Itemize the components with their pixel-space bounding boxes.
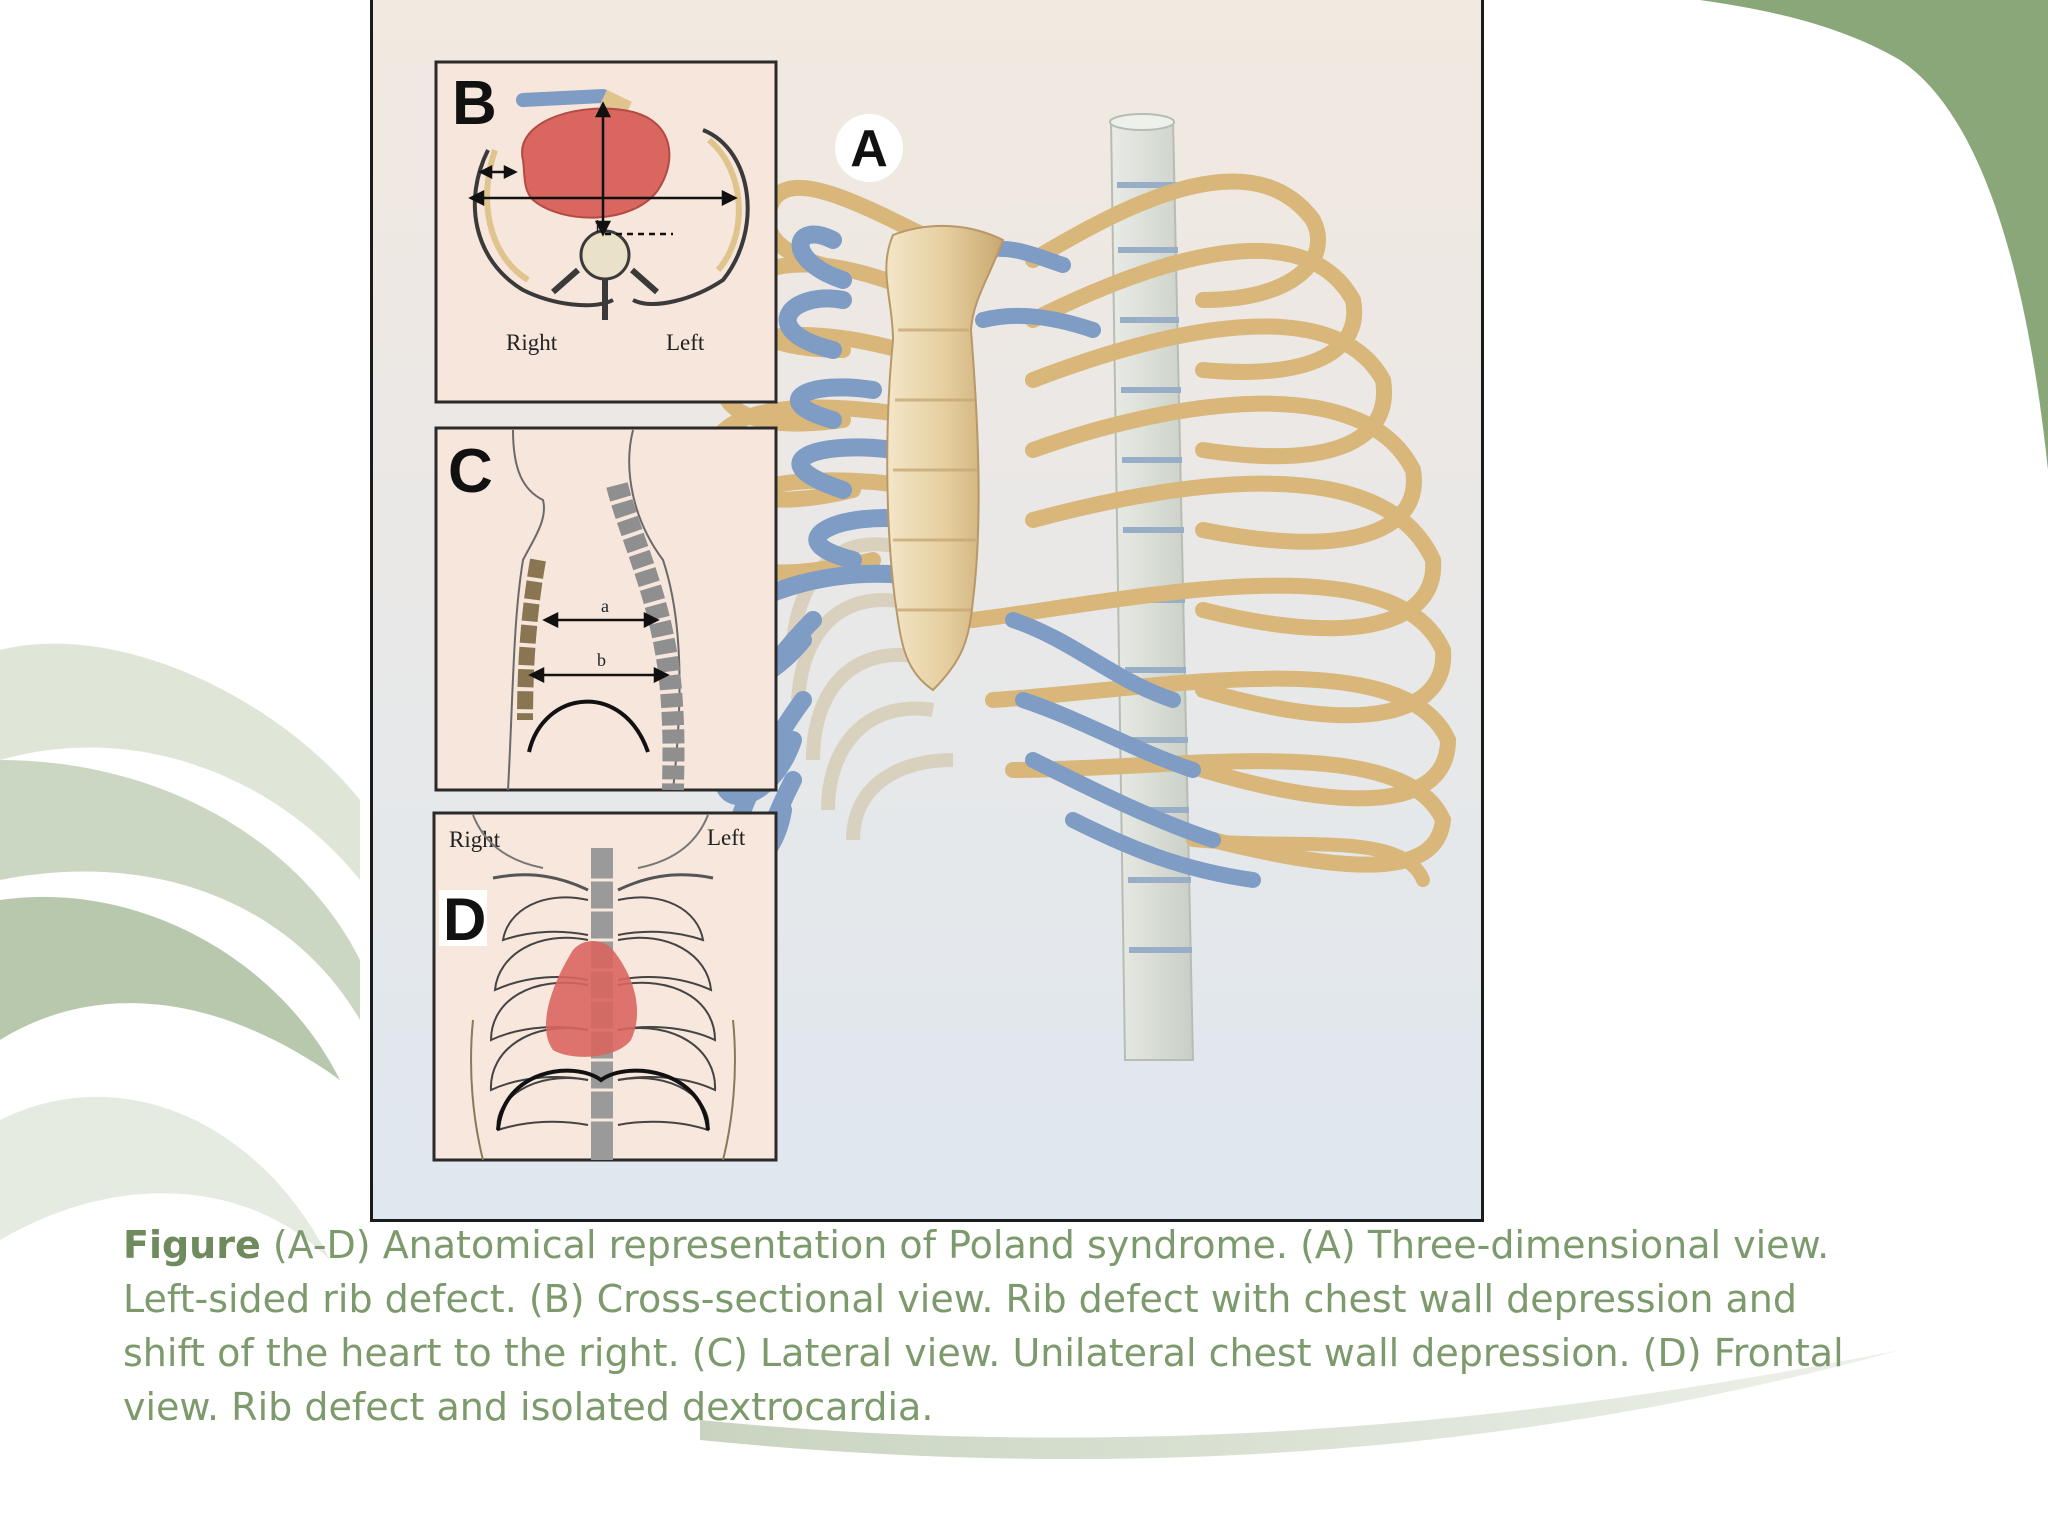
left-swoosh-1 <box>0 643 360 880</box>
caption-text: (A-D) Anatomical representation of Polan… <box>123 1223 1844 1429</box>
panel-b-left-label: Left <box>666 330 705 355</box>
left-swoosh-3 <box>0 896 340 1080</box>
top-right-wave <box>1700 0 2048 470</box>
panel-a-letter: A <box>850 120 888 178</box>
panel-d-label-badge: D <box>439 886 487 953</box>
panel-d: Right Left <box>432 811 778 1162</box>
anatomical-figure: A B i Right Left <box>370 0 1484 1222</box>
panel-d-left-label: Left <box>707 825 746 850</box>
panel-b-letter: B <box>452 69 497 138</box>
panel-b: B i Right Left <box>434 60 778 404</box>
panel-d-right-label: Right <box>449 827 501 852</box>
left-swoosh-2 <box>0 760 360 1020</box>
left-swoosh-4 <box>0 1096 330 1260</box>
panel-c-dim-a: a <box>601 596 609 616</box>
panel-b-dim-label: i <box>595 216 600 236</box>
sternum <box>885 225 1005 692</box>
panel-b-right-label: Right <box>506 330 558 355</box>
panel-c: C a b <box>434 426 778 792</box>
panel-a: A <box>699 113 1457 1061</box>
panel-a-label-badge: A <box>835 114 903 182</box>
panel-d-letter: D <box>443 886 486 953</box>
caption-bold-label: Figure <box>123 1223 261 1267</box>
panel-c-dim-b: b <box>597 650 606 670</box>
panel-c-letter: C <box>448 437 493 506</box>
right-side-cartilage <box>975 240 1261 888</box>
bottom-swoosh <box>700 1350 1900 1460</box>
figure-caption: Figure (A-D) Anatomical representation o… <box>123 1218 1883 1434</box>
right-side-ribs <box>965 173 1457 887</box>
